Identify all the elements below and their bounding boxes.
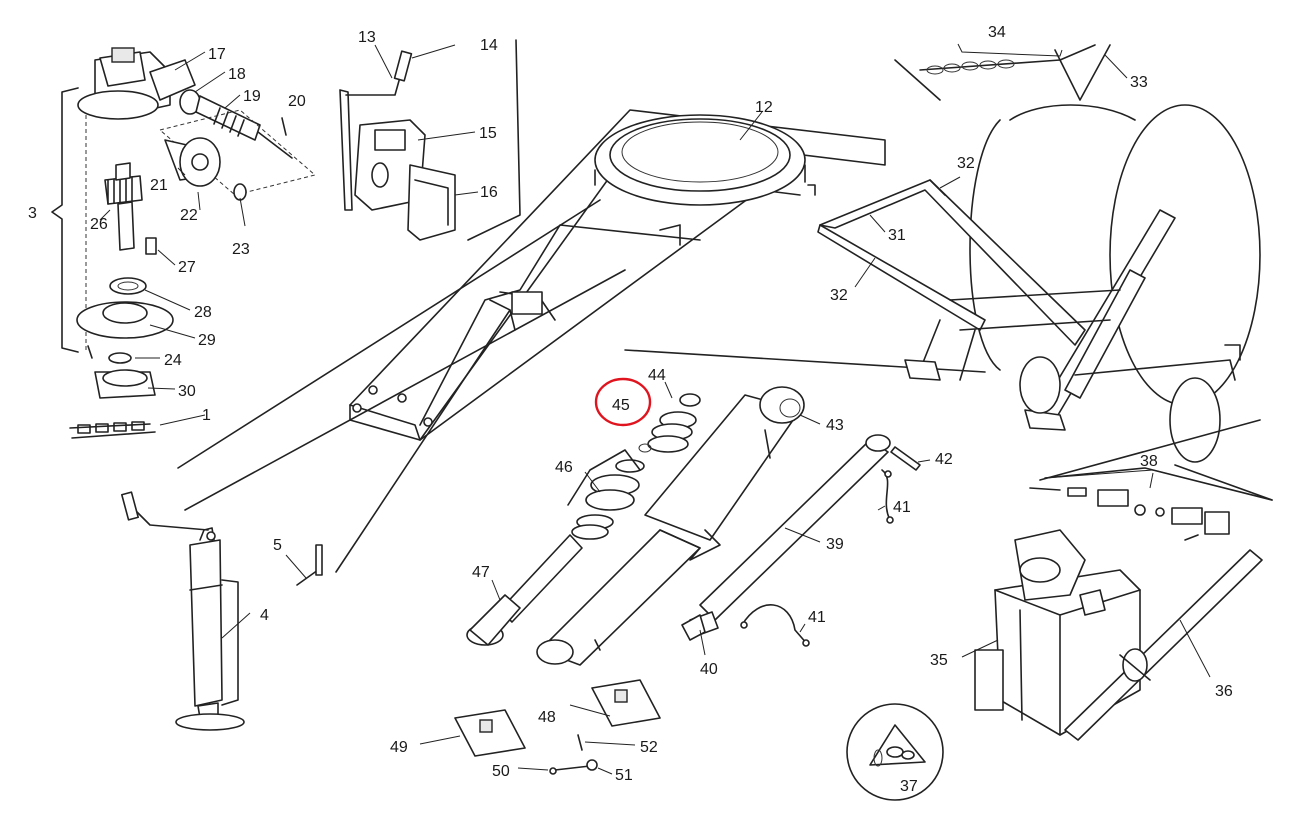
label-part-51: 51 [615,767,633,784]
label-part-41b: 41 [808,609,826,626]
crank-mechanism [339,39,521,241]
label-part-4: 4 [260,607,269,624]
label-part-35: 35 [930,652,948,669]
label-part-49: 49 [390,739,408,756]
label-part-23: 23 [232,241,250,258]
part-labels: 1 3 4 5 12 13 14 15 16 17 18 19 20 21 22… [28,24,1233,795]
jack-stand [121,491,323,731]
label-part-33: 33 [1130,74,1148,91]
detail-circle-37 [846,703,944,801]
label-part-41a: 41 [893,499,911,516]
label-part-3: 3 [28,205,37,222]
label-part-18: 18 [228,66,246,83]
label-part-48: 48 [538,709,556,726]
label-part-45: 45 [612,397,630,414]
label-part-34: 34 [988,24,1006,41]
mounting-brackets [454,679,661,775]
label-part-14: 14 [480,37,498,54]
label-part-13: 13 [358,29,376,46]
label-part-30: 30 [178,383,196,400]
hydraulic-cylinder [466,386,921,666]
label-part-16: 16 [480,184,498,201]
label-part-5: 5 [273,537,282,554]
label-part-27: 27 [178,259,196,276]
label-part-46: 46 [555,459,573,476]
gearbox-assembly [51,47,317,439]
label-part-43: 43 [826,417,844,434]
label-part-22: 22 [180,207,198,224]
label-part-32a: 32 [830,287,848,304]
label-part-36: 36 [1215,683,1233,700]
label-part-12: 12 [755,99,773,116]
label-part-1: 1 [202,407,211,424]
hand-pump [974,467,1273,741]
label-part-29: 29 [198,332,216,349]
label-part-19: 19 [243,88,261,105]
label-part-37: 37 [900,778,918,795]
label-part-21: 21 [150,177,168,194]
label-part-20: 20 [288,93,306,110]
label-part-31: 31 [888,227,906,244]
label-part-28: 28 [194,304,212,321]
label-part-24: 24 [164,352,182,369]
label-part-39: 39 [826,536,844,553]
label-part-38: 38 [1140,453,1158,470]
leader-lines [99,43,1273,775]
label-part-40: 40 [700,661,718,678]
label-part-47: 47 [472,564,490,581]
label-part-52: 52 [640,739,658,756]
highlight-circle-45 [594,377,652,427]
cradle-frame [817,44,1273,501]
label-part-26: 26 [90,216,108,233]
main-frame [177,109,986,573]
label-part-50: 50 [492,763,510,780]
label-part-42: 42 [935,451,953,468]
label-part-15: 15 [479,125,497,142]
label-part-44: 44 [648,367,666,384]
label-part-32b: 32 [957,155,975,172]
label-part-17: 17 [208,46,226,63]
